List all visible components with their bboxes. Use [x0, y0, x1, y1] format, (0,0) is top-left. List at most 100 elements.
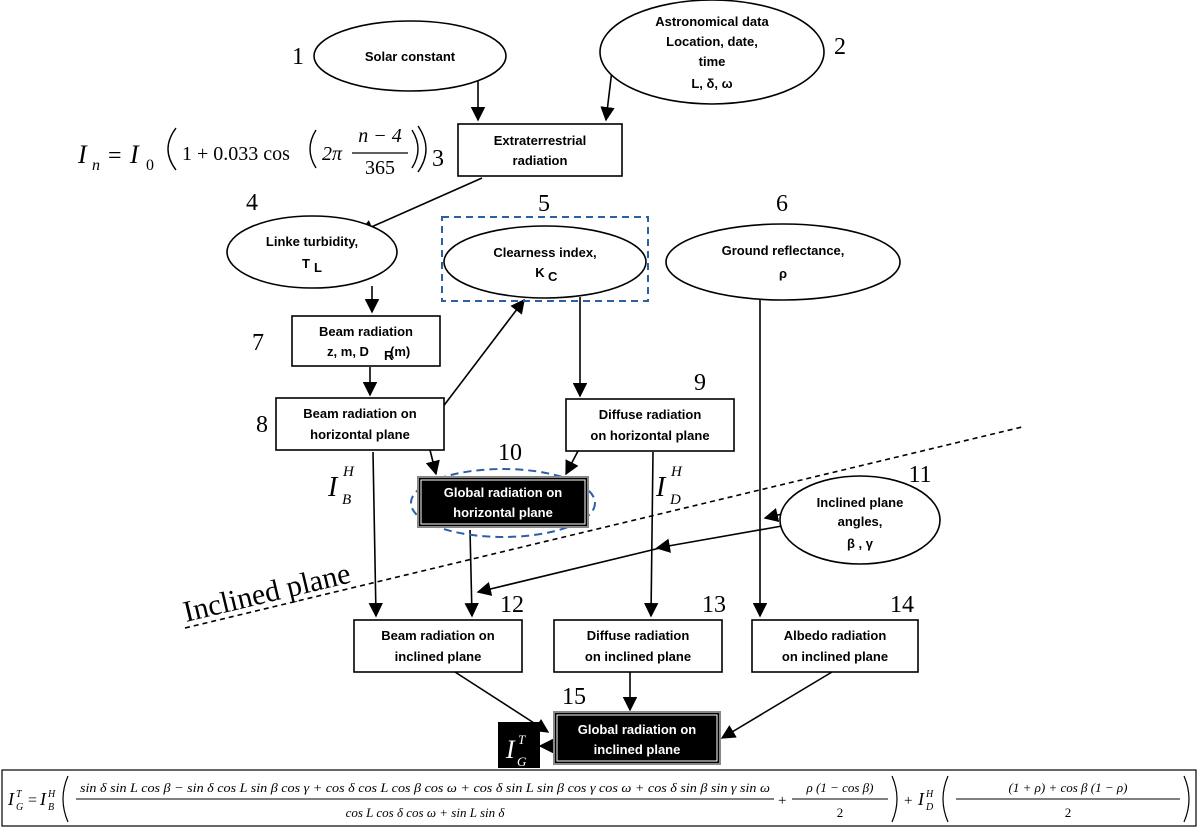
- eq-bot-plus2: +: [904, 793, 912, 809]
- eq-bot-frac3-numerator: (1 + ρ) + cos β (1 − ρ): [1009, 780, 1128, 795]
- node-12-line-1: Beam radiation on: [381, 628, 494, 643]
- node-3-number: 3: [432, 146, 444, 172]
- node-7-number: 7: [252, 330, 264, 356]
- node-11-number: 11: [908, 462, 931, 488]
- eq-bot-equals: =: [28, 792, 37, 809]
- eq-top-numerator: n − 4: [358, 125, 402, 147]
- node-10-line-2: horizontal plane: [453, 505, 553, 520]
- clearness-highlight-box: [441, 216, 649, 302]
- idh-sup: H: [670, 464, 683, 480]
- eq-bot-plus1: +: [778, 793, 786, 809]
- node-7-line-2: z, m, D: [327, 344, 369, 359]
- eq-top-lhs-sub: n: [92, 157, 100, 174]
- node-4-symbol-sub: L: [314, 260, 322, 275]
- node-1-number: 1: [292, 44, 304, 70]
- equation-extraterrestrial: I n = I 0 1 + 0.033 cos 2π n − 4 365 3: [77, 125, 444, 179]
- arrow-11-to-12: [476, 547, 661, 596]
- arrow-9-to-13: [643, 451, 659, 618]
- node-7-line-1: Beam radiation: [319, 324, 413, 339]
- inclined-plane-label: Inclined plane: [180, 557, 354, 629]
- node-beam-inclined: Beam radiation on inclined plane 12: [353, 592, 524, 673]
- igt-sup: T: [518, 732, 526, 747]
- node-4-number: 4: [246, 190, 258, 216]
- node-10-line-1: Global radiation on: [444, 485, 563, 500]
- arrow-14-to-15: [720, 671, 833, 739]
- node-14-line-1: Albedo radiation: [784, 628, 887, 643]
- node-ground-reflectance: Ground reflectance, ρ 6: [665, 191, 901, 301]
- node-7-line-3: (m): [390, 344, 410, 359]
- node-clearness-index: Clearness index, K C 5: [441, 191, 649, 302]
- node-11-line-3: β , γ: [847, 536, 874, 551]
- igt-main: I: [505, 735, 516, 764]
- eq-bot-frac1-numerator: sin δ sin L cos β − sin δ cos L sin β co…: [80, 780, 770, 795]
- arrow-8-to-12: [368, 451, 383, 618]
- ibh-label: I B H: [327, 464, 355, 508]
- eq-top-two-pi: 2π: [322, 143, 343, 165]
- node-albedo-inclined: Albedo radiation on inclined plane 14: [751, 592, 919, 673]
- node-2-number: 2: [834, 34, 846, 60]
- node-beam-radiation: Beam radiation z, m, D R (m) 7: [252, 315, 441, 367]
- arrow-9-to-10: [565, 450, 579, 476]
- eq-bot-ib-sup: H: [47, 789, 56, 800]
- node-6-number: 6: [776, 191, 788, 217]
- node-solar-constant: Solar constant 1: [292, 20, 507, 92]
- arrow-2-to-3: [600, 69, 615, 122]
- node-2-line-1: Astronomical data: [655, 14, 769, 29]
- eq-top-i0-sub: 0: [146, 157, 154, 174]
- eq-top-equals: =: [108, 143, 122, 169]
- eq-top-i0: I: [129, 140, 140, 169]
- node-13-line-1: Diffuse radiation: [587, 628, 690, 643]
- node-2-line-2: Location, date,: [666, 34, 758, 49]
- ibh-sub: B: [342, 492, 351, 508]
- node-7-sub: R: [384, 348, 394, 363]
- node-6-line-1: Ground reflectance,: [722, 243, 845, 258]
- arrow-11-to-14: [763, 508, 783, 523]
- node-linke-turbidity: Linke turbidity, T L 4: [226, 190, 398, 289]
- node-8-line-1: Beam radiation on: [303, 406, 416, 421]
- ibh-main: I: [327, 472, 339, 503]
- node-6-line-2: ρ: [779, 266, 787, 281]
- global-horizontal-highlight: [410, 468, 596, 538]
- eq-top-denominator: 365: [365, 157, 395, 179]
- eq-top-body: 1 + 0.033 cos: [182, 143, 290, 165]
- node-12-line-2: inclined plane: [395, 649, 482, 664]
- node-beam-horizontal: Beam radiation on horizontal plane 8: [256, 397, 445, 451]
- ibh-sup: H: [342, 464, 355, 480]
- node-astronomical-data: Astronomical data Location, date, time L…: [599, 0, 846, 105]
- node-1-line-1: Solar constant: [365, 49, 456, 64]
- node-8-number: 8: [256, 412, 268, 438]
- node-13-number: 13: [702, 592, 726, 618]
- node-12-number: 12: [500, 592, 524, 618]
- node-5-symbol-sub: C: [548, 269, 558, 284]
- node-inclined-angles: Inclined plane angles, β , γ 11: [779, 462, 941, 565]
- eq-bot-frac3-denominator: 2: [1065, 805, 1072, 820]
- arrow-10-to-12: [464, 529, 479, 618]
- node-global-inclined: Global radiation on inclined plane 15: [553, 684, 721, 765]
- eq-bot-lhs: I: [7, 789, 15, 809]
- node-15-number: 15: [562, 684, 586, 710]
- node-5-number: 5: [538, 191, 550, 217]
- node-15-line-1: Global radiation on: [578, 722, 697, 737]
- arrow-8-to-5: [441, 298, 525, 409]
- node-extraterrestrial-radiation: Extraterrestrial radiation: [457, 123, 623, 177]
- eq-bot-lhs-sub: G: [16, 802, 23, 813]
- eq-bot-ib: I: [39, 789, 47, 809]
- arrow-8-to-10: [425, 449, 440, 476]
- equation-global-inclined: I G T = I B H sin δ sin L cos β − sin δ …: [1, 769, 1197, 827]
- eq-bot-id-sup: H: [925, 789, 934, 800]
- node-9-number: 9: [694, 370, 706, 396]
- node-3-line-1: Extraterrestrial: [494, 133, 587, 148]
- node-15-line-2: inclined plane: [594, 742, 681, 757]
- arrow-3-to-4: [358, 177, 483, 234]
- idh-sub: D: [669, 492, 681, 508]
- eq-bot-ib-sub: B: [48, 802, 54, 813]
- node-diffuse-inclined: Diffuse radiation on inclined plane 13: [553, 592, 726, 673]
- eq-bot-frac2-denominator: 2: [837, 805, 844, 820]
- node-3-line-2: radiation: [513, 153, 568, 168]
- node-global-horizontal: Global radiation on horizontal plane 10: [410, 440, 596, 538]
- eq-bot-id-sub: D: [925, 802, 934, 813]
- node-5-line-1: Clearness index,: [493, 245, 596, 260]
- eq-bot-frac1-denominator: cos L cos δ cos ω + sin L sin δ: [346, 805, 506, 820]
- connectors: [184, 69, 1023, 754]
